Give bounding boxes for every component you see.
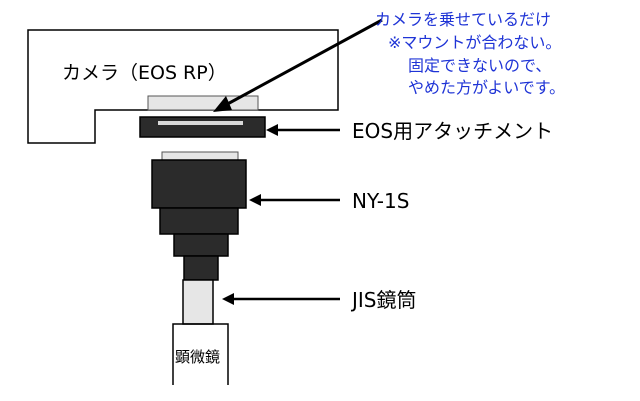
note-arrow-head	[213, 96, 232, 112]
ny1s-body-middle	[159, 207, 239, 235]
jis-arrow-head	[222, 293, 234, 305]
jis-tube	[182, 279, 214, 325]
eos-attachment-inner	[158, 121, 243, 125]
ny1s-body-lower	[173, 233, 229, 257]
note-block: カメラを乗せているだけ ※マウントが合わない。 固定できないので、 やめた方がよ…	[375, 10, 565, 97]
jis-tube-label: JIS鏡筒	[350, 288, 417, 312]
ny1s-label: NY-1S	[352, 189, 409, 213]
ny1s-arrow-head	[249, 194, 261, 206]
note-arrow-line	[221, 18, 383, 109]
note-line-2: ※マウントが合わない。	[388, 33, 561, 52]
note-line-4: やめた方がよいです。	[408, 78, 565, 97]
attachment-label: EOS用アタッチメント	[352, 119, 553, 143]
camera-body	[27, 29, 339, 144]
ny1s-top-ring	[161, 151, 239, 161]
microscope-outline	[172, 323, 229, 385]
camera-label: カメラ（EOS RP）	[62, 62, 227, 84]
ny1s-body-upper	[151, 159, 247, 209]
eos-attachment	[139, 116, 266, 138]
note-line-3: 固定できないので、	[408, 56, 551, 75]
ny1s-body-neck	[183, 255, 219, 281]
attachment-arrow-head	[266, 124, 278, 136]
note-line-1: カメラを乗せているだけ	[375, 10, 551, 29]
microscope-label: 顕微鏡	[175, 348, 220, 366]
